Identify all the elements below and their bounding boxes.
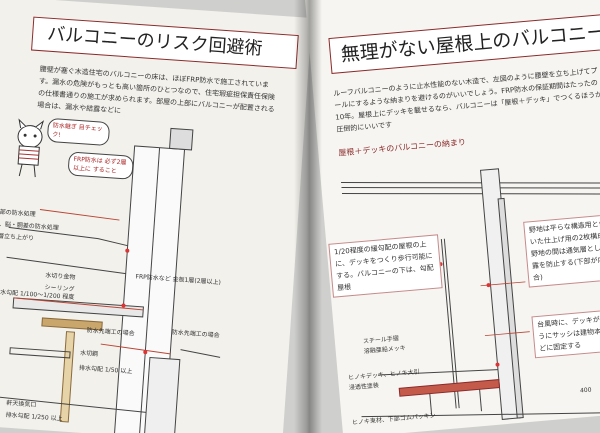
right-page: 無理がない屋根上のバルコニー ルーフバルコニーのように止水性能のない木造で、左図…	[305, 0, 600, 433]
mascot-cat-icon	[17, 118, 45, 178]
note-sheathing: 野地は平らな構造用と勾配のついた仕上げ用の2枚構成とし、野地の間は通気層として内…	[523, 212, 600, 288]
right-diagram	[341, 168, 600, 420]
speech-bubble-2: FRP防水は 必ず2層以上に すること	[67, 151, 134, 180]
left-diagram	[0, 127, 221, 433]
speech-bubble-1: 防水継ぎ 目チェック!	[46, 117, 111, 147]
label-dimension-400: 400	[579, 386, 592, 395]
note-slope-roof: 1/20程度の緩勾配の屋根の上に、デッキをつくり歩行可能にする。バルコニーの下は…	[328, 234, 443, 298]
note-typhoon: 台風時に、デッキが飛ばないようにサッシは建物本体や腰壁などに固定する	[531, 306, 600, 359]
label-mizukiri: 水切鋼	[79, 349, 99, 358]
book-gutter	[294, 0, 322, 433]
left-page: バルコニーのリスク回避術 腰壁が塞ぐ木造住宅のバルコニーの床は、ほぼFRP防水で…	[0, 0, 312, 433]
